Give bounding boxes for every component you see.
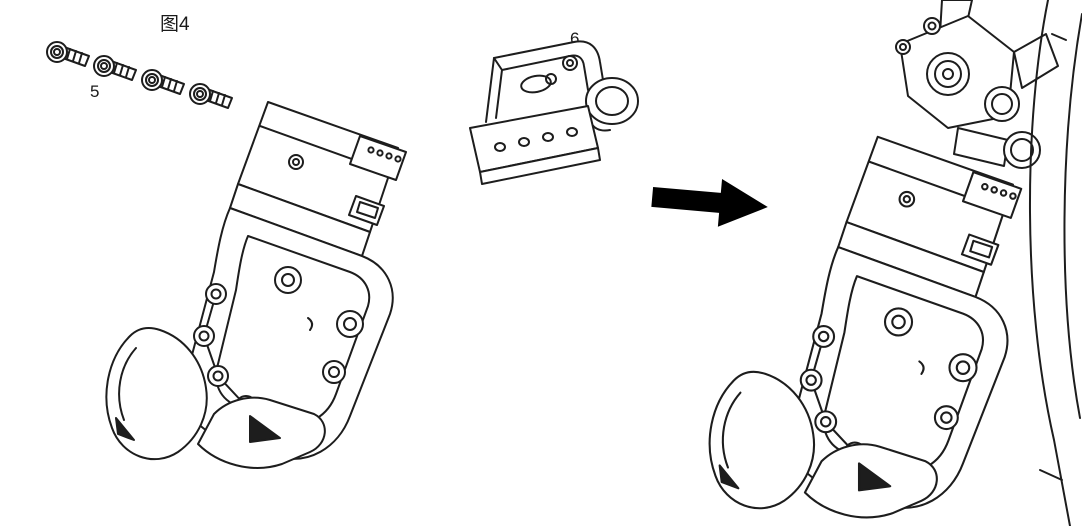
part-5-label: 5 xyxy=(90,82,99,101)
part-6-label: 6 xyxy=(570,29,579,48)
figure-title: 图4 xyxy=(160,14,190,35)
assembly-arrow-icon xyxy=(651,178,768,227)
gripper-assembly-before xyxy=(105,101,407,469)
bracket-part-6 xyxy=(469,40,639,185)
robot-arm xyxy=(895,0,1082,526)
screw-part-4 xyxy=(189,83,233,109)
screw-set-part-5 xyxy=(46,41,233,109)
screw-part-1 xyxy=(46,41,90,67)
screw-part-2 xyxy=(93,55,137,81)
screw-part-3 xyxy=(141,69,185,95)
gripper-assembly-after xyxy=(708,135,1023,519)
